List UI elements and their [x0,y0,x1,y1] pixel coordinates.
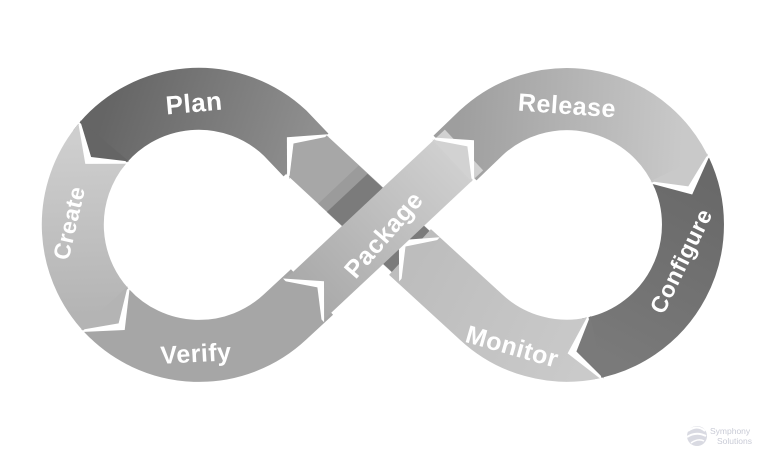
arrow-package-release [432,137,475,182]
label-release: Release [517,89,617,124]
segment-package-ribbon [285,129,484,320]
arrow-verify-package [282,278,325,323]
logo-text-line2: Solutions [717,436,752,446]
symphony-swirl-icon [686,426,707,446]
arrow-tip-return-plan [289,136,329,179]
arrow-tip-configure-monitor [576,315,604,379]
arrow-tip-create-verify [80,286,128,330]
arrow-tip-plan-create [80,120,130,162]
arrow-tip-monitor-return [401,239,441,282]
arrow-release-configure [650,153,710,195]
label-plan: Plan [164,86,223,121]
logo-text-line1: Symphony [710,426,751,436]
arrow-tip-package-release [432,139,472,182]
segment-release-ribbon [433,68,712,189]
arrow-configure-monitor [567,315,604,380]
arrow-tip-release-configure [650,153,709,187]
segment-verify-ribbon [84,269,334,382]
arrow-monitor-return [398,237,441,282]
segment-create-ribbon [41,124,135,339]
arrow-tip-verify-package [282,280,322,323]
arrow-create-verify [80,286,130,332]
segment-plan-ribbon [73,67,329,177]
label-verify: Verify [160,338,232,370]
segment-configure-ribbon [581,157,724,380]
arrow-return-plan [286,134,329,179]
arrow-plan-create [78,120,130,164]
